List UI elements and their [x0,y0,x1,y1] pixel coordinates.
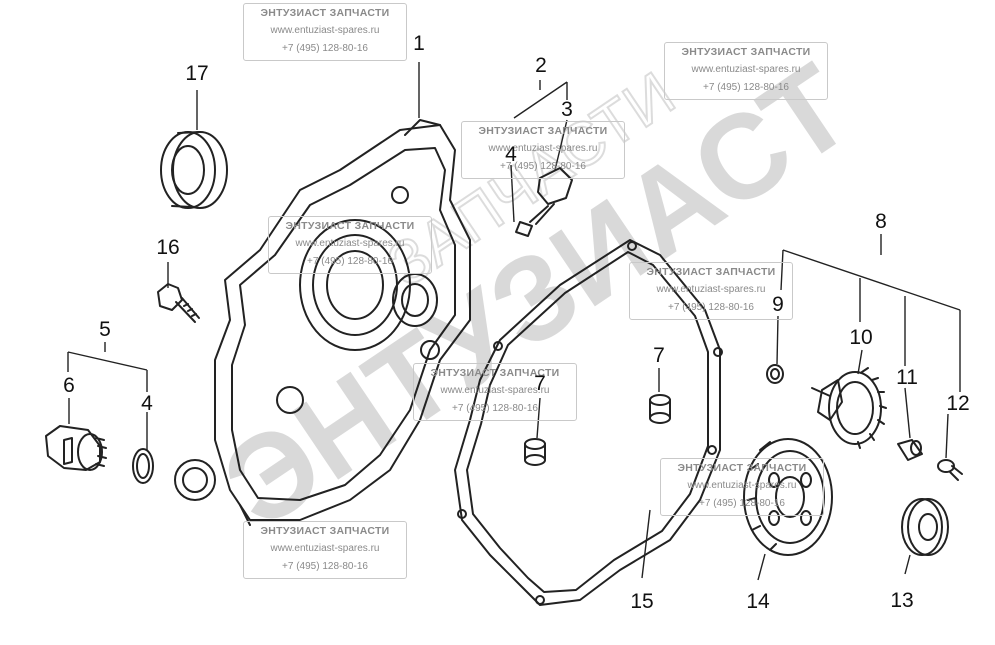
callout-8: 8 [875,210,887,233]
callout-4-left: 4 [141,392,153,415]
watermark-box: ЭНТУЗИАСТ ЗАПЧАСТИ www.entuziast-spares.… [413,363,577,421]
callout-7-left: 7 [534,372,546,395]
callout-9: 9 [772,293,784,316]
callout-11: 11 [896,366,918,389]
oil-plug-part [45,425,107,471]
callout-3: 3 [561,98,573,121]
watermark-company: ЭНТУЗИАСТ ЗАПЧАСТИ [646,266,776,278]
watermark-company: ЭНТУЗИАСТ ЗАПЧАСТИ [260,7,390,19]
watermark-site: www.entuziast-spares.ru [488,143,598,154]
callout-10: 10 [849,326,873,349]
watermark-company: ЭНТУЗИАСТ ЗАПЧАСТИ [478,125,608,137]
watermark-site: www.entuziast-spares.ru [270,25,380,36]
watermark-phone: +7 (495) 128-80-16 [699,498,785,509]
watermark-site: www.entuziast-spares.ru [270,543,380,554]
governor-shaft-part [897,439,923,461]
watermark-box: ЭНТУЗИАСТ ЗАПЧАСТИ www.entuziast-spares.… [664,42,828,100]
watermark-phone: +7 (495) 128-80-16 [282,43,368,54]
callout-6: 6 [63,374,75,397]
watermark-company: ЭНТУЗИАСТ ЗАПЧАСТИ [430,367,560,379]
watermark-box: ЭНТУЗИАСТ ЗАПЧАСТИ www.entuziast-spares.… [660,458,824,516]
callout-7-right: 7 [653,344,665,367]
watermark-company: ЭНТУЗИАСТ ЗАПЧАСТИ [677,462,807,474]
driven-gear-part [743,438,833,556]
callout-13: 13 [890,589,914,612]
watermark-site: www.entuziast-spares.ru [691,64,801,75]
watermark-box: ЭНТУЗИАСТ ЗАПЧАСТИ www.entuziast-spares.… [243,521,407,579]
callout-4-top: 4 [505,143,517,166]
leader-lines [67,62,961,581]
callout-12: 12 [946,392,970,415]
callout-1: 1 [413,32,425,55]
sensor-part [515,167,573,237]
callout-16: 16 [156,236,180,259]
watermark-company: ЭНТУЗИАСТ ЗАПЧАСТИ [681,46,811,58]
watermark-site: www.entuziast-spares.ru [687,480,797,491]
watermark-phone: +7 (495) 128-80-16 [703,82,789,93]
callout-17: 17 [185,62,209,85]
governor-gear-part [811,367,887,449]
bolt-part [157,283,200,323]
gasket-part [454,239,723,606]
watermark-phone: +7 (495) 128-80-16 [307,256,393,267]
watermark-box: ЭНТУЗИАСТ ЗАПЧАСТИ www.entuziast-spares.… [629,262,793,320]
watermark-box: ЭНТУЗИАСТ ЗАПЧАСТИ www.entuziast-spares.… [461,121,625,179]
watermark-box: ЭНТУЗИАСТ ЗАПЧАСТИ www.entuziast-spares.… [268,216,432,274]
dowel-pins-part [524,394,671,466]
washer-part [766,364,784,384]
small-bolt-part [937,459,963,481]
watermark-phone: +7 (495) 128-80-16 [282,561,368,572]
watermark-site: www.entuziast-spares.ru [440,385,550,396]
callout-15: 15 [630,590,654,613]
watermark-site: www.entuziast-spares.ru [656,284,766,295]
o-ring-left-part [132,448,154,484]
watermark-company: ЭНТУЗИАСТ ЗАПЧАСТИ [260,525,390,537]
bearing-part [901,498,949,556]
watermark-company: ЭНТУЗИАСТ ЗАПЧАСТИ [285,220,415,232]
watermark-phone: +7 (495) 128-80-16 [668,302,754,313]
callout-2: 2 [535,54,547,77]
watermark-box: ЭНТУЗИАСТ ЗАПЧАСТИ www.entuziast-spares.… [243,3,407,61]
callout-14: 14 [746,590,770,613]
watermark-phone: +7 (495) 128-80-16 [452,403,538,414]
callout-5: 5 [99,318,111,341]
watermark-site: www.entuziast-spares.ru [295,238,405,249]
crankcase-cover-part [174,119,471,526]
oil-seal-part [160,131,228,209]
watermark-phone: +7 (495) 128-80-16 [500,161,586,172]
